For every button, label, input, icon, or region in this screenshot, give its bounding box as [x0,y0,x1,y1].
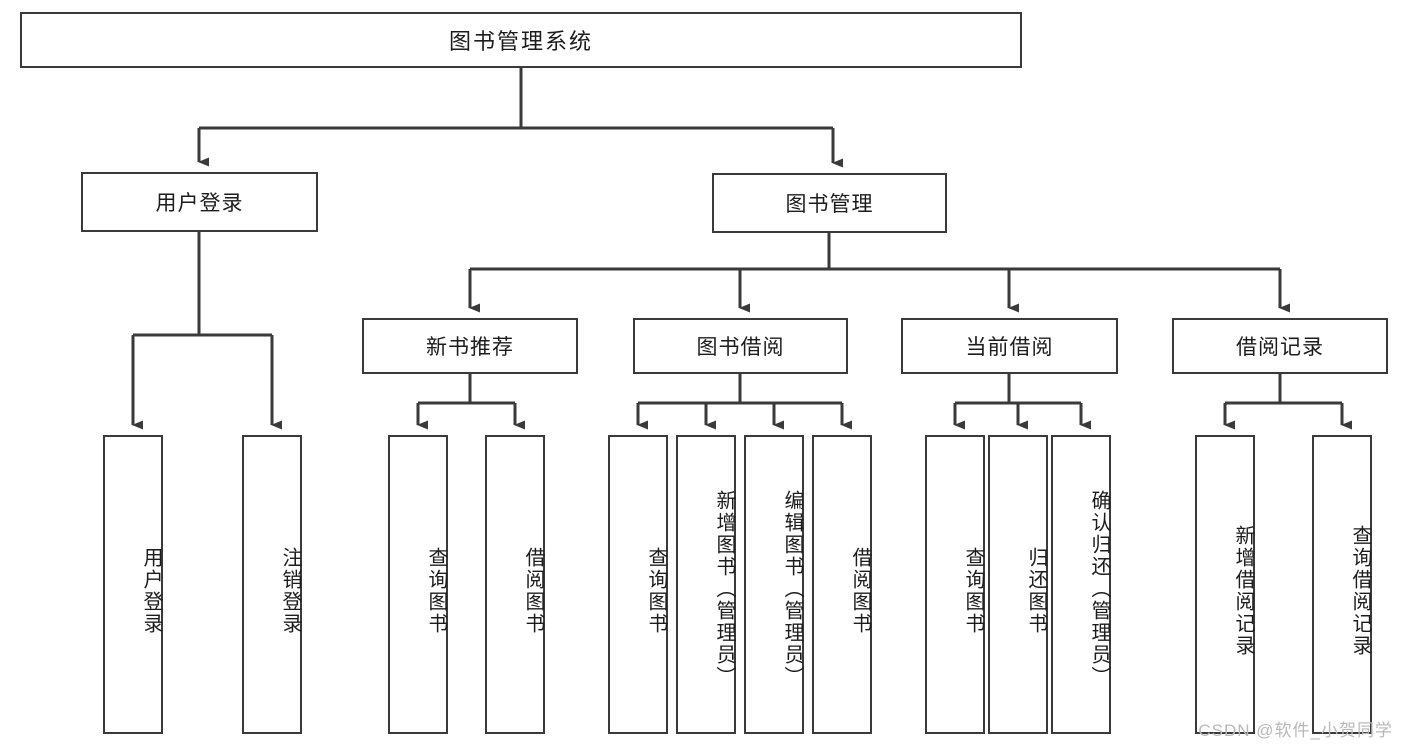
node-user-login[interactable]: 用户登录 [81,172,318,232]
node-leaf-borrow-book[interactable]: 借阅图书 [812,435,872,734]
node-leaf-add-borrow-record[interactable]: 新增借阅记录 [1195,435,1255,734]
node-leaf-return-book[interactable]: 归还图书 [988,435,1048,734]
node-leaf-query-book-current[interactable]: 查询图书 [925,435,985,734]
node-leaf-user-logout[interactable]: 注销登录 [242,435,302,734]
node-book-borrow[interactable]: 图书借阅 [633,318,848,374]
node-leaf-add-book-admin[interactable]: 新增图书（管理员） [676,435,736,734]
csdn-watermark: CSDN @软件_小贺同学 [1198,721,1393,740]
node-leaf-query-book-recommend[interactable]: 查询图书 [388,435,448,734]
node-leaf-edit-book-admin[interactable]: 编辑图书（管理员） [744,435,804,734]
node-root-system[interactable]: 图书管理系统 [20,12,1022,68]
node-borrow-record[interactable]: 借阅记录 [1172,318,1388,374]
node-leaf-user-login[interactable]: 用户登录 [103,435,163,734]
node-book-manage[interactable]: 图书管理 [712,173,947,233]
node-leaf-query-book-borrow[interactable]: 查询图书 [608,435,668,734]
node-leaf-query-borrow-record[interactable]: 查询借阅记录 [1312,435,1372,734]
node-leaf-borrow-book-recommend[interactable]: 借阅图书 [485,435,545,734]
node-new-book-recommend[interactable]: 新书推荐 [362,318,578,374]
node-current-borrow[interactable]: 当前借阅 [901,318,1118,374]
node-leaf-confirm-return-admin[interactable]: 确认归还（管理员） [1051,435,1111,734]
